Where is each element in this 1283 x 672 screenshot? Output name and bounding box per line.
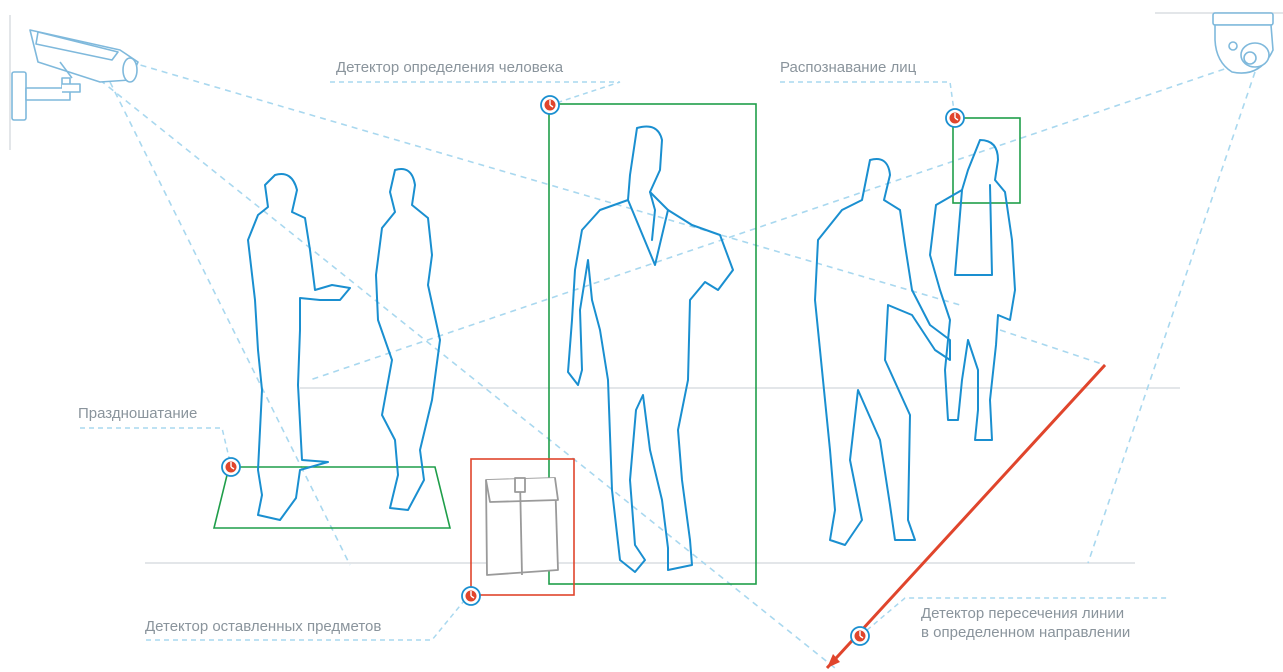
dome-camera-icon	[1213, 13, 1273, 73]
line-crossing-label-line1: Детектор пересечения линии	[921, 604, 1130, 623]
person-woman-scarf	[955, 185, 992, 275]
face-recognition-zone	[953, 118, 1020, 203]
line-crossing-label: Детектор пересечения линии в определенно…	[921, 604, 1130, 642]
bullet-camera-icon	[12, 30, 138, 120]
people	[248, 127, 1015, 573]
face-recognition-label: Распознавание лиц	[780, 58, 916, 77]
alert-marker-icon	[851, 627, 869, 645]
loitering-label: Праздношатание	[78, 404, 197, 423]
label-leaders	[80, 82, 1170, 640]
line-crossing-label-line2: в определенном направлении	[921, 623, 1130, 642]
alert-marker-icon	[462, 587, 480, 605]
abandoned-objects-label: Детектор оставленных предметов	[145, 617, 381, 636]
person-detector-label: Детектор определения человека	[336, 58, 563, 77]
camera-view-lines	[100, 62, 1255, 668]
detection-zones	[214, 104, 1020, 595]
person-talking-man	[248, 174, 350, 520]
person-walking-woman	[930, 140, 1015, 440]
alert-marker-icon	[541, 96, 559, 114]
person-detector-zone	[549, 104, 756, 584]
floor-lines	[10, 13, 1283, 563]
person-walking-man	[815, 159, 950, 545]
alert-marker-icon	[222, 458, 240, 476]
alert-marker-icon	[946, 109, 964, 127]
suitcase-icon	[486, 478, 558, 575]
